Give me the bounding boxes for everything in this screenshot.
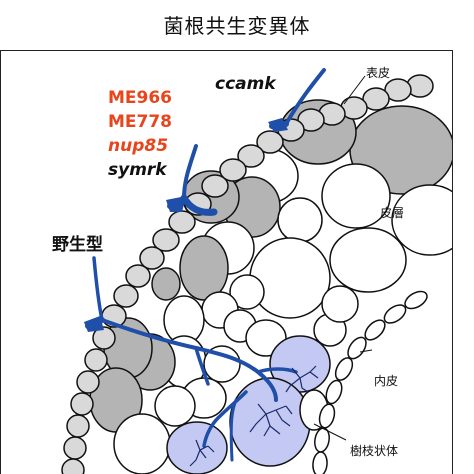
cortex-cells <box>89 99 452 474</box>
diagram-frame <box>0 50 453 474</box>
label-symrk: symrk <box>108 160 167 180</box>
label-me966: ME966 <box>108 88 173 108</box>
label-ccamk: ccamk <box>215 74 276 94</box>
hypha-tips <box>84 118 288 332</box>
figure-title: 菌根共生変異体 <box>163 14 311 38</box>
label-me778: ME778 <box>108 112 173 132</box>
label-epidermis: 表皮 <box>366 66 391 80</box>
label-arbuscule: 樹枝状体 <box>350 444 399 458</box>
label-wildtype: 野生型 <box>52 235 103 255</box>
label-endodermis: 内皮 <box>374 374 399 388</box>
arbuscule-cell <box>166 421 228 474</box>
leader-lines <box>313 75 373 441</box>
endodermis-cells <box>312 290 428 474</box>
label-cortex: 皮層 <box>380 206 405 220</box>
arbuscule-branches <box>189 365 319 467</box>
arbuscule-cell <box>229 377 311 467</box>
label-nup85: nup85 <box>108 136 169 156</box>
